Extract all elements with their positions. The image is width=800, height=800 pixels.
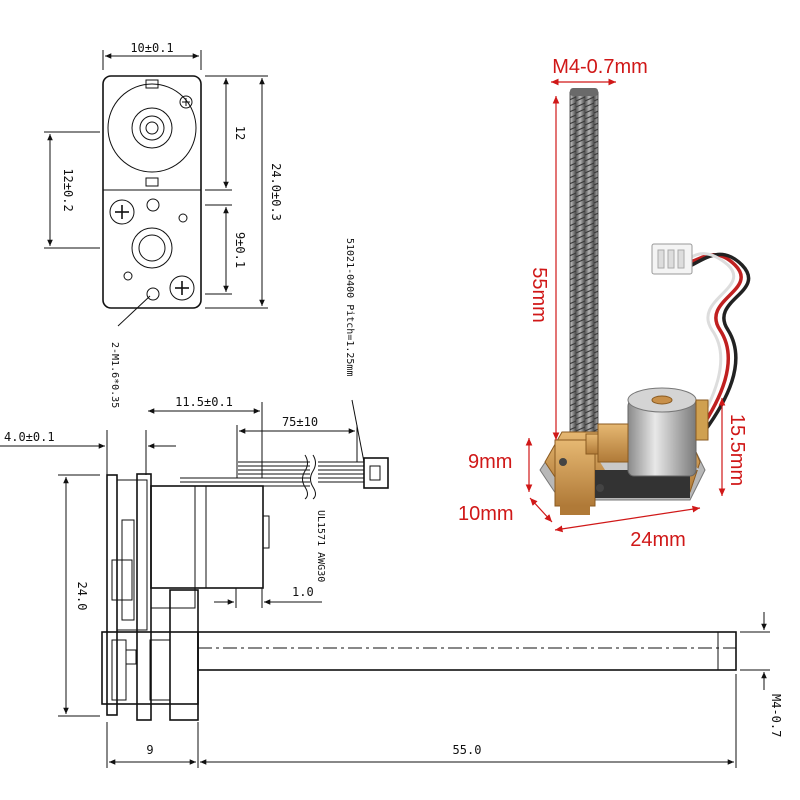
front-outline (102, 75, 202, 309)
screw-note: 2-M1.6*0.35 (109, 342, 120, 408)
motor-length-dim-label: 11.5±0.1 (175, 395, 233, 409)
bearing-outer (131, 107, 173, 149)
photo-motor-height-label: 15.5mm (726, 414, 748, 486)
bottom-tab (145, 177, 159, 187)
motor-body (150, 485, 264, 589)
wire-note: UL1571 AWG30 (315, 510, 326, 582)
photo-base-height-label: 9mm (468, 451, 512, 473)
mount-hole-lower (146, 287, 160, 301)
screw-head-upper (109, 199, 135, 225)
photo-length-label: 55mm (528, 267, 550, 323)
width-dim-label: 10±0.1 (130, 41, 173, 55)
leadscrew-drawing (197, 631, 737, 671)
connector-drawing (363, 457, 389, 489)
cable-length-dim-label: 75±10 (282, 415, 318, 429)
bearing-inner (145, 121, 159, 135)
offset-dim-label: 4.0±0.1 (4, 430, 55, 444)
bearing-mid (139, 115, 165, 141)
photo-thread-label: M4-0.7mm (552, 56, 648, 78)
height-dim-label: 24.0 (75, 582, 89, 611)
hole-spacing-dim-label: 9±0.1 (233, 232, 247, 268)
left-height-dim-label: 12±0.2 (61, 168, 75, 211)
photo-depth-label: 10mm (458, 503, 514, 525)
base-dim-label: 9 (146, 743, 153, 757)
cross-screw-small (179, 95, 193, 109)
thread-dim-label: M4-0.7 (769, 694, 783, 737)
front-view: 10±0.1 12 24.0±0.3 9±0.1 12±0.2 2-M1.6*0… (44, 41, 283, 408)
product-photo: M4-0.7mm 55mm 15.5mm 9mm 10mm 24mm (458, 56, 751, 551)
upper-height-dim-label: 12 (233, 126, 247, 140)
total-height-dim-label: 24.0±0.3 (269, 163, 283, 221)
motor-circle (107, 83, 197, 173)
output-bore-inner (138, 234, 166, 262)
connector-note: 51021-0400 Pitch=1.25mm (344, 238, 355, 376)
photo-leadscrew (569, 91, 599, 458)
top-tab (145, 79, 159, 89)
output-bore-outer (131, 227, 173, 269)
photo-width-label: 24mm (630, 529, 686, 551)
screw-length-dim-label: 55.0 (453, 743, 482, 757)
small-dim-label: 1.0 (292, 585, 314, 599)
screw-head-lower (169, 275, 195, 301)
mount-hole-upper (146, 198, 160, 212)
side-view: 4.0±0.1 11.5±0.1 75±10 51021-0400 Pitch=… (0, 238, 783, 768)
